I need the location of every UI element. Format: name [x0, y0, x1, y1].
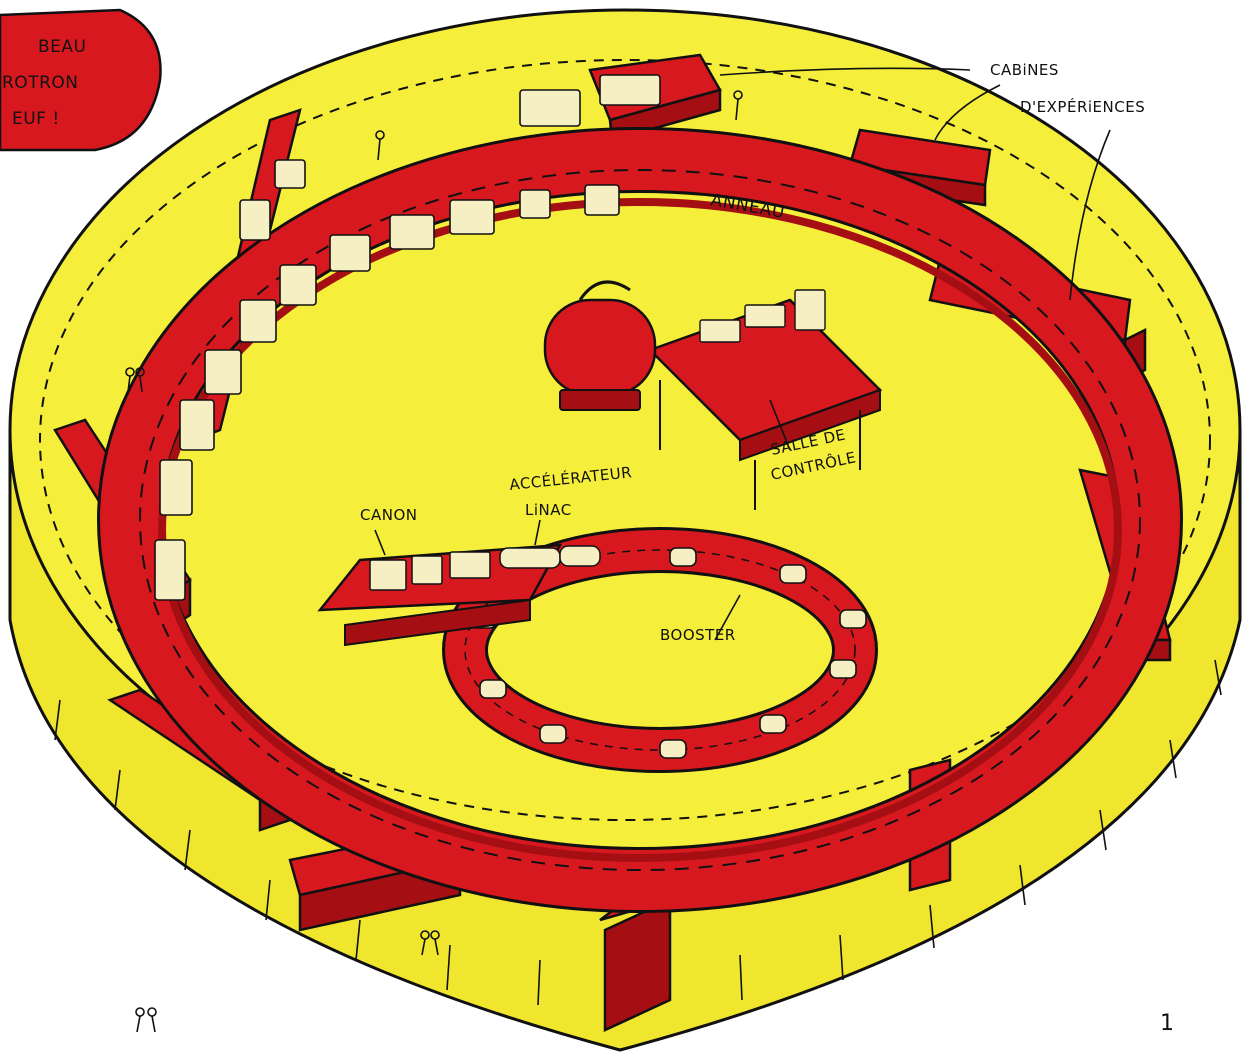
- bubble-line-2: ROTRON: [2, 73, 79, 93]
- speech-bubble: BEAU ROTRON EUF !: [0, 10, 161, 150]
- label-booster: BOOSTER: [660, 626, 736, 644]
- label-canon: CANON: [360, 506, 417, 524]
- bubble-line-1: BEAU: [38, 37, 86, 57]
- label-cabines-2: D'EXPÉRiENCES: [1020, 97, 1145, 116]
- label-accelerateur-2: LiNAC: [525, 501, 572, 519]
- label-cabines-1: CABiNES: [990, 61, 1059, 79]
- page-number: 1: [1160, 1011, 1174, 1036]
- bubble-line-3: EUF !: [12, 109, 60, 129]
